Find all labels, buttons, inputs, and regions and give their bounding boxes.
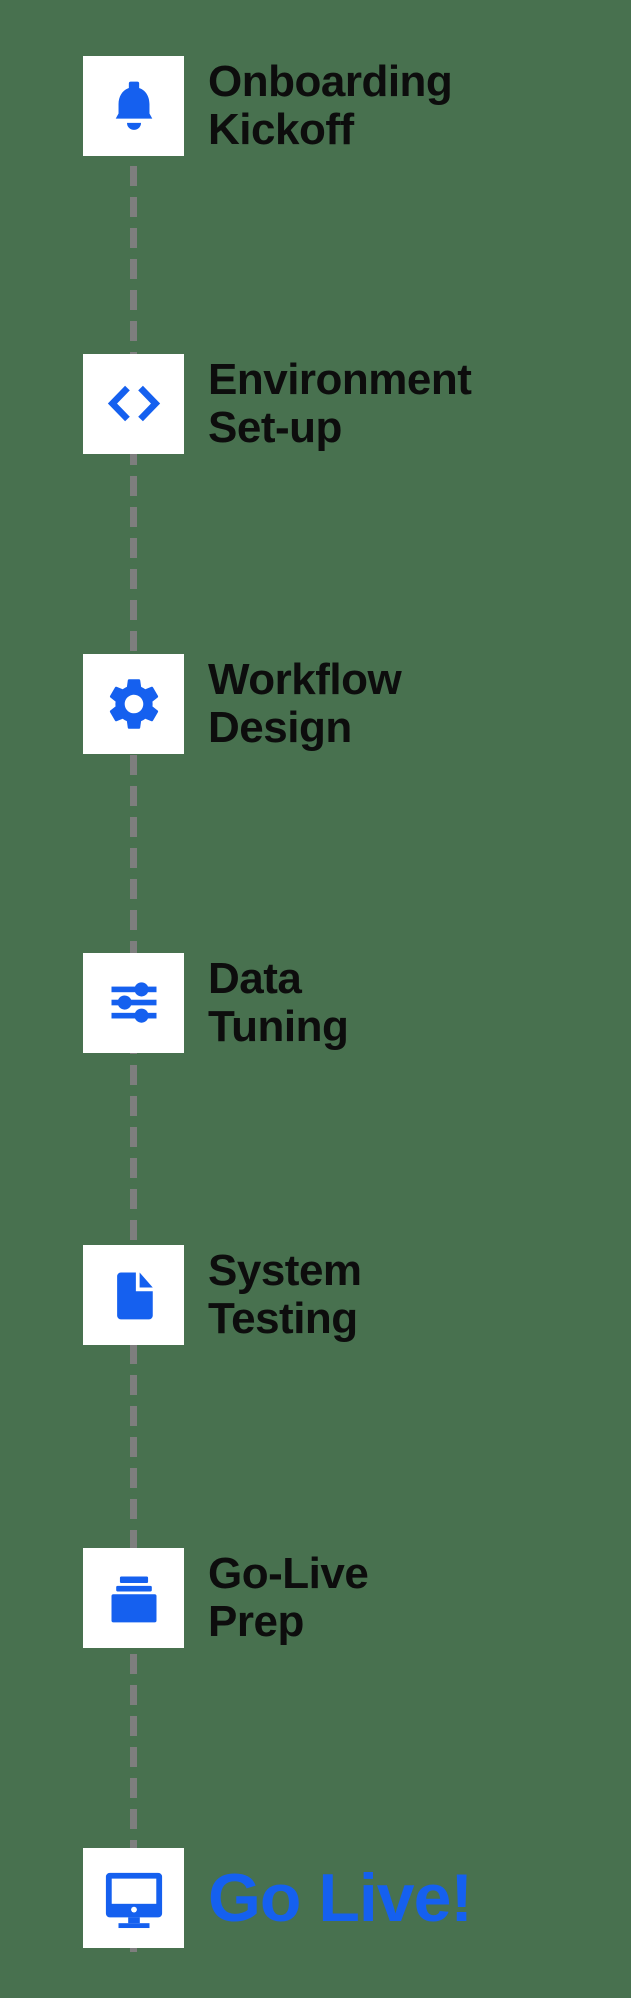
layers-icon xyxy=(111,1576,156,1623)
timeline-item-system-testing: System Testing xyxy=(83,1245,362,1345)
timeline-item-environment-setup: Environment Set-up xyxy=(83,354,472,454)
step-label-line: Go-Live xyxy=(208,1549,369,1598)
monitor-icon xyxy=(105,1872,162,1929)
icon-card xyxy=(83,1848,184,1948)
step-label-line: System xyxy=(208,1246,362,1295)
icon-card xyxy=(83,1245,184,1345)
timeline-item-data-tuning: Data Tuning xyxy=(83,953,349,1053)
step-label-line: Environment xyxy=(208,355,472,404)
step-label-line: Set-up xyxy=(208,403,342,452)
timeline-item-go-live: Go Live! xyxy=(83,1848,473,1948)
sliders-icon xyxy=(111,982,156,1023)
icon-card xyxy=(83,1548,184,1648)
step-label: Go-Live Prep xyxy=(208,1549,369,1646)
code-icon xyxy=(107,385,160,422)
gear-icon xyxy=(109,679,158,729)
icon-card xyxy=(83,953,184,1053)
step-label-line: Workflow xyxy=(208,655,402,704)
step-label-line: Prep xyxy=(208,1597,304,1646)
document-icon xyxy=(116,1272,153,1320)
step-label: Go Live! xyxy=(208,1860,473,1936)
step-label: Environment Set-up xyxy=(208,355,472,452)
step-label: Workflow Design xyxy=(208,655,402,752)
icon-card xyxy=(83,354,184,454)
step-label-line: Kickoff xyxy=(208,105,354,154)
timeline-item-golive-prep: Go-Live Prep xyxy=(83,1548,369,1648)
step-label-line: Testing xyxy=(208,1294,358,1343)
timeline-item-workflow-design: Workflow Design xyxy=(83,654,402,754)
icon-card xyxy=(83,56,184,156)
step-label-line: Go Live! xyxy=(208,1860,473,1936)
timeline-item-onboarding-kickoff: Onboarding Kickoff xyxy=(83,56,453,156)
step-label-line: Tuning xyxy=(208,1002,349,1051)
step-label: System Testing xyxy=(208,1247,362,1343)
step-label-line: Onboarding xyxy=(208,57,453,106)
icon-card xyxy=(83,654,184,754)
bell-icon xyxy=(115,81,152,130)
step-label-line: Data xyxy=(208,954,302,1003)
step-label: Onboarding Kickoff xyxy=(208,57,453,154)
step-label-line: Design xyxy=(208,703,352,752)
step-label: Data Tuning xyxy=(208,954,349,1051)
